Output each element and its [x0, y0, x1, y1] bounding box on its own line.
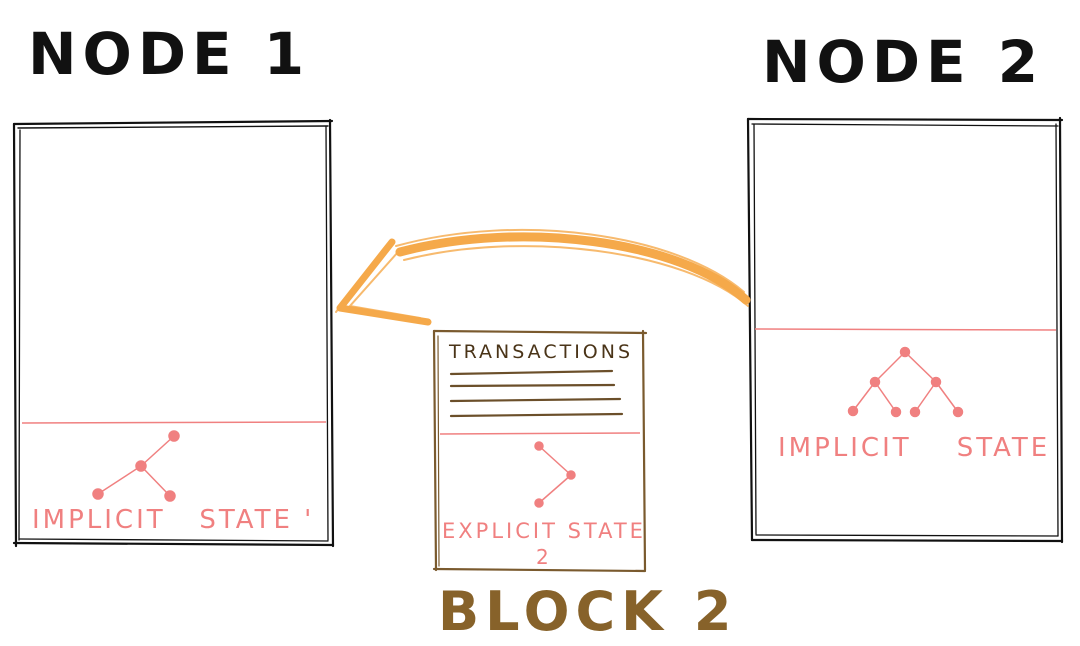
block-state-label: EXPLICIT STATE [442, 519, 646, 543]
arrow-head [336, 238, 432, 326]
node-1-state-tree [92, 430, 180, 502]
transaction-line [449, 397, 622, 403]
node-1-box [12, 118, 335, 548]
block-state-divider [439, 432, 641, 435]
block-transactions-label: TRANSACTIONS [448, 341, 633, 363]
block-2-box [432, 329, 648, 573]
node-2-state-label: IMPLICIT STATE [778, 433, 1050, 463]
block-2-title: BLOCK 2 [438, 580, 737, 643]
transaction-line [449, 369, 614, 376]
node-2: NODE 2 IMPLICIT S [746, 28, 1064, 544]
block-state-tree [534, 441, 576, 508]
node-1-state-divider [21, 421, 327, 424]
arrow-shaft [395, 232, 751, 305]
transaction-lines [449, 369, 624, 418]
node-1: NODE 1 IMPLICIT STATE ' [12, 20, 335, 548]
transfer-arrow [335, 228, 751, 326]
block-state-number: 2 [536, 545, 552, 569]
transaction-line [449, 383, 616, 388]
node-2-state-divider [754, 328, 1057, 331]
node-2-title: NODE 2 [762, 28, 1044, 96]
block-2: TRANSACTIONS EXPLICIT STATE 2 BLOCK 2 [432, 329, 737, 643]
node-1-state-label: IMPLICIT STATE ' [32, 505, 314, 535]
node-2-box [746, 116, 1064, 544]
node-2-state-tree [847, 346, 964, 418]
node-1-title: NODE 1 [28, 20, 310, 88]
transaction-line [449, 412, 624, 418]
